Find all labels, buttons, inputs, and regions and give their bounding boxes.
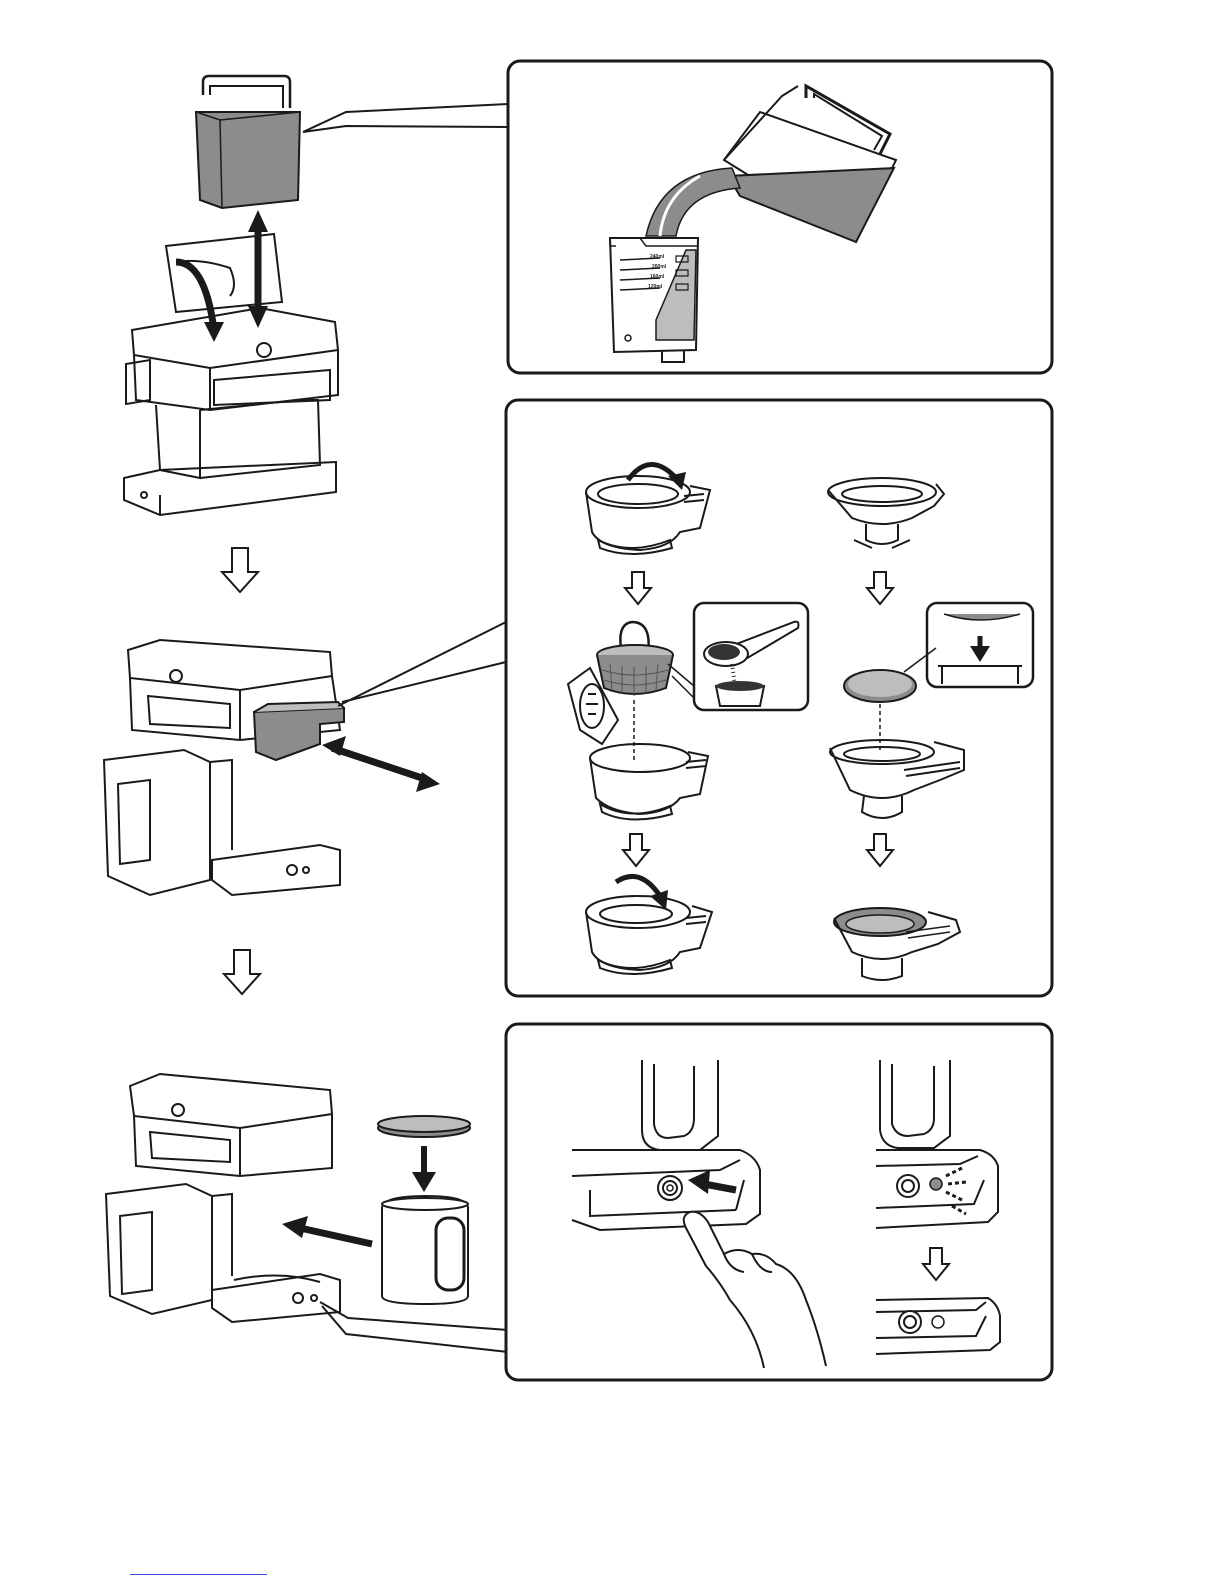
callout-tank (303, 104, 508, 132)
motion-arrows-basket (322, 736, 440, 792)
coffee-maker-step3 (106, 1074, 340, 1322)
callout-basket (338, 622, 506, 706)
coffee-maker-step1 (124, 234, 338, 515)
indicator-lamp-off (932, 1316, 944, 1328)
graduation-240: 240ml (650, 254, 665, 260)
motion-arrow-mug (282, 1216, 372, 1244)
flow-arrow-down-2 (224, 950, 260, 994)
footer-line (130, 1574, 267, 1575)
water-tank-measure: 240ml 200ml 160ml 120ml (610, 238, 698, 362)
mug (382, 1196, 468, 1304)
graduation-200: 200ml (652, 264, 667, 270)
panel-water-fill (508, 61, 1052, 373)
motion-arrows-tank (176, 210, 268, 342)
flow-arrow-down-1 (222, 548, 258, 592)
coffee-maker-step2 (104, 640, 340, 895)
graduation-160: 160ml (650, 274, 665, 280)
water-tank-removed (196, 76, 300, 208)
graduation-120: 120ml (648, 284, 663, 290)
callout-button (320, 1302, 508, 1352)
paper-filter-disc (844, 670, 916, 702)
press-arrow-lid (412, 1146, 436, 1192)
start-button-icon (658, 1176, 682, 1200)
mug-lid (378, 1116, 470, 1137)
start-button-icon-3 (899, 1311, 921, 1333)
start-button-icon-2 (897, 1175, 919, 1197)
